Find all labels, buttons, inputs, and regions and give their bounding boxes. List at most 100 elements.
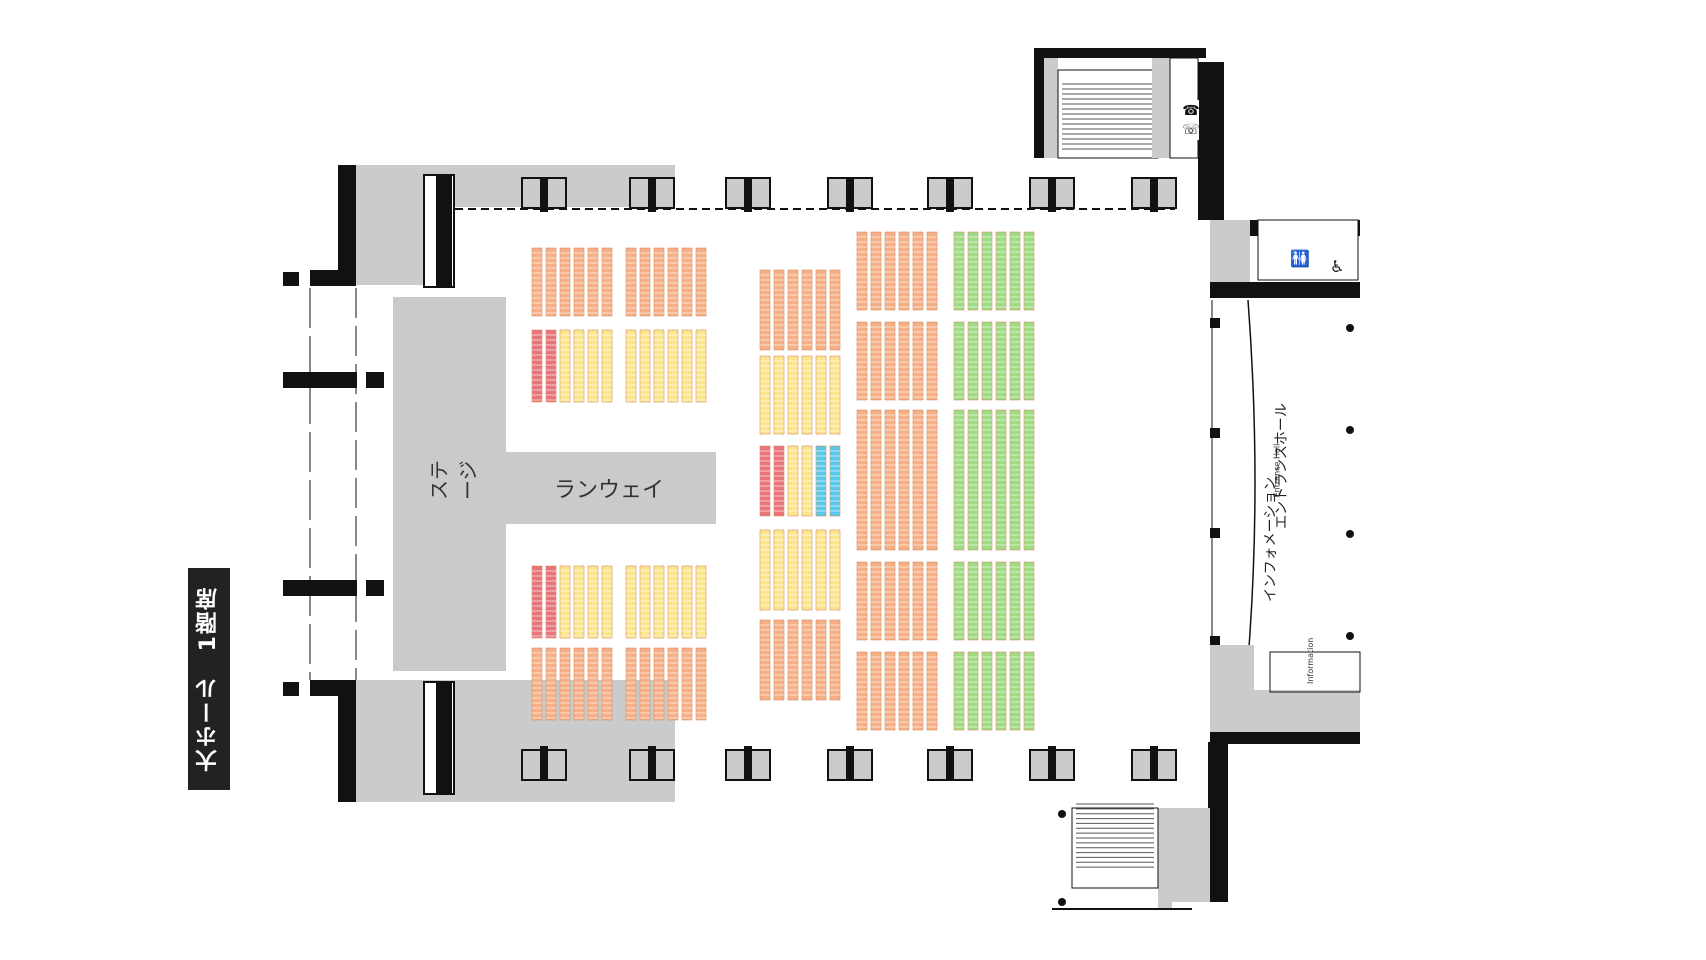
seat-column[interactable]	[625, 565, 637, 639]
seat-column[interactable]	[601, 647, 613, 721]
seat-column[interactable]	[898, 651, 910, 731]
seat-column[interactable]	[653, 647, 665, 721]
seat-column[interactable]	[967, 321, 979, 401]
seat-column[interactable]	[981, 651, 993, 731]
seat-column[interactable]	[653, 247, 665, 317]
seat-column[interactable]	[639, 247, 651, 317]
seat-column[interactable]	[926, 651, 938, 731]
seat-column[interactable]	[545, 647, 557, 721]
seat-column[interactable]	[573, 329, 585, 403]
seat-column[interactable]	[573, 247, 585, 317]
seat-column[interactable]	[559, 647, 571, 721]
seat-column[interactable]	[898, 321, 910, 401]
seat-column[interactable]	[667, 329, 679, 403]
seat-column[interactable]	[953, 321, 965, 401]
seat-column[interactable]	[801, 355, 813, 435]
seat-column[interactable]	[912, 561, 924, 641]
seat-column[interactable]	[545, 565, 557, 639]
seat-column[interactable]	[587, 565, 599, 639]
seat-column[interactable]	[681, 647, 693, 721]
seat-column[interactable]	[912, 651, 924, 731]
seat-column[interactable]	[829, 355, 841, 435]
seat-column[interactable]	[856, 321, 868, 401]
seat-column[interactable]	[981, 561, 993, 641]
seat-column[interactable]	[912, 321, 924, 401]
seat-column[interactable]	[587, 247, 599, 317]
seat-column[interactable]	[531, 247, 543, 317]
seat-column[interactable]	[531, 329, 543, 403]
seat-column[interactable]	[1009, 561, 1021, 641]
seat-column[interactable]	[856, 651, 868, 731]
seat-column[interactable]	[545, 329, 557, 403]
seat-column[interactable]	[953, 651, 965, 731]
seat-column[interactable]	[559, 329, 571, 403]
seat-column[interactable]	[981, 321, 993, 401]
seat-column[interactable]	[995, 651, 1007, 731]
seat-column[interactable]	[1009, 651, 1021, 731]
seat-column[interactable]	[995, 231, 1007, 311]
seat-column[interactable]	[884, 321, 896, 401]
seat-column[interactable]	[667, 565, 679, 639]
seat-column[interactable]	[625, 329, 637, 403]
seat-column[interactable]	[995, 321, 1007, 401]
seat-column[interactable]	[681, 565, 693, 639]
seat-column[interactable]	[601, 329, 613, 403]
seat-column[interactable]	[573, 647, 585, 721]
seat-column[interactable]	[926, 231, 938, 311]
seat-column[interactable]	[953, 561, 965, 641]
seat-column[interactable]	[545, 247, 557, 317]
seat-column[interactable]	[870, 321, 882, 401]
seat-column[interactable]	[1023, 561, 1035, 641]
seat-column[interactable]	[967, 231, 979, 311]
seat-column[interactable]	[773, 355, 785, 435]
seat-column[interactable]	[559, 565, 571, 639]
seat-column[interactable]	[884, 651, 896, 731]
seat-column[interactable]	[667, 647, 679, 721]
seat-column[interactable]	[981, 231, 993, 311]
seat-column[interactable]	[1009, 231, 1021, 311]
seat-column[interactable]	[531, 647, 543, 721]
seat-column[interactable]	[695, 329, 707, 403]
seat-column[interactable]	[759, 355, 771, 435]
seat-column[interactable]	[967, 651, 979, 731]
seat-column[interactable]	[601, 247, 613, 317]
seat-column[interactable]	[898, 231, 910, 311]
seat-column[interactable]	[587, 329, 599, 403]
seat-column[interactable]	[870, 651, 882, 731]
seat-column[interactable]	[995, 561, 1007, 641]
seat-column[interactable]	[856, 231, 868, 311]
seat-column[interactable]	[926, 561, 938, 641]
seat-column[interactable]	[531, 565, 543, 639]
seat-column[interactable]	[884, 561, 896, 641]
seat-column[interactable]	[639, 565, 651, 639]
seat-column[interactable]	[695, 647, 707, 721]
seat-column[interactable]	[695, 565, 707, 639]
seat-column[interactable]	[898, 561, 910, 641]
seat-column[interactable]	[926, 321, 938, 401]
seat-column[interactable]	[856, 561, 868, 641]
seat-column[interactable]	[653, 329, 665, 403]
seat-column[interactable]	[601, 565, 613, 639]
seat-column[interactable]	[1023, 321, 1035, 401]
seat-column[interactable]	[639, 329, 651, 403]
seat-column[interactable]	[559, 247, 571, 317]
seat-column[interactable]	[1023, 231, 1035, 311]
seat-column[interactable]	[870, 231, 882, 311]
seat-column[interactable]	[953, 231, 965, 311]
seat-column[interactable]	[1009, 321, 1021, 401]
seat-column[interactable]	[787, 355, 799, 435]
seat-column[interactable]	[884, 231, 896, 311]
seat-column[interactable]	[573, 565, 585, 639]
seat-column[interactable]	[912, 231, 924, 311]
seat-column[interactable]	[667, 247, 679, 317]
seat-column[interactable]	[1023, 651, 1035, 731]
seat-column[interactable]	[653, 565, 665, 639]
seat-column[interactable]	[681, 329, 693, 403]
seat-column[interactable]	[587, 647, 599, 721]
seat-column[interactable]	[681, 247, 693, 317]
seat-column[interactable]	[815, 355, 827, 435]
seat-column[interactable]	[625, 247, 637, 317]
seat-column[interactable]	[695, 247, 707, 317]
seat-column[interactable]	[639, 647, 651, 721]
seat-column[interactable]	[967, 561, 979, 641]
